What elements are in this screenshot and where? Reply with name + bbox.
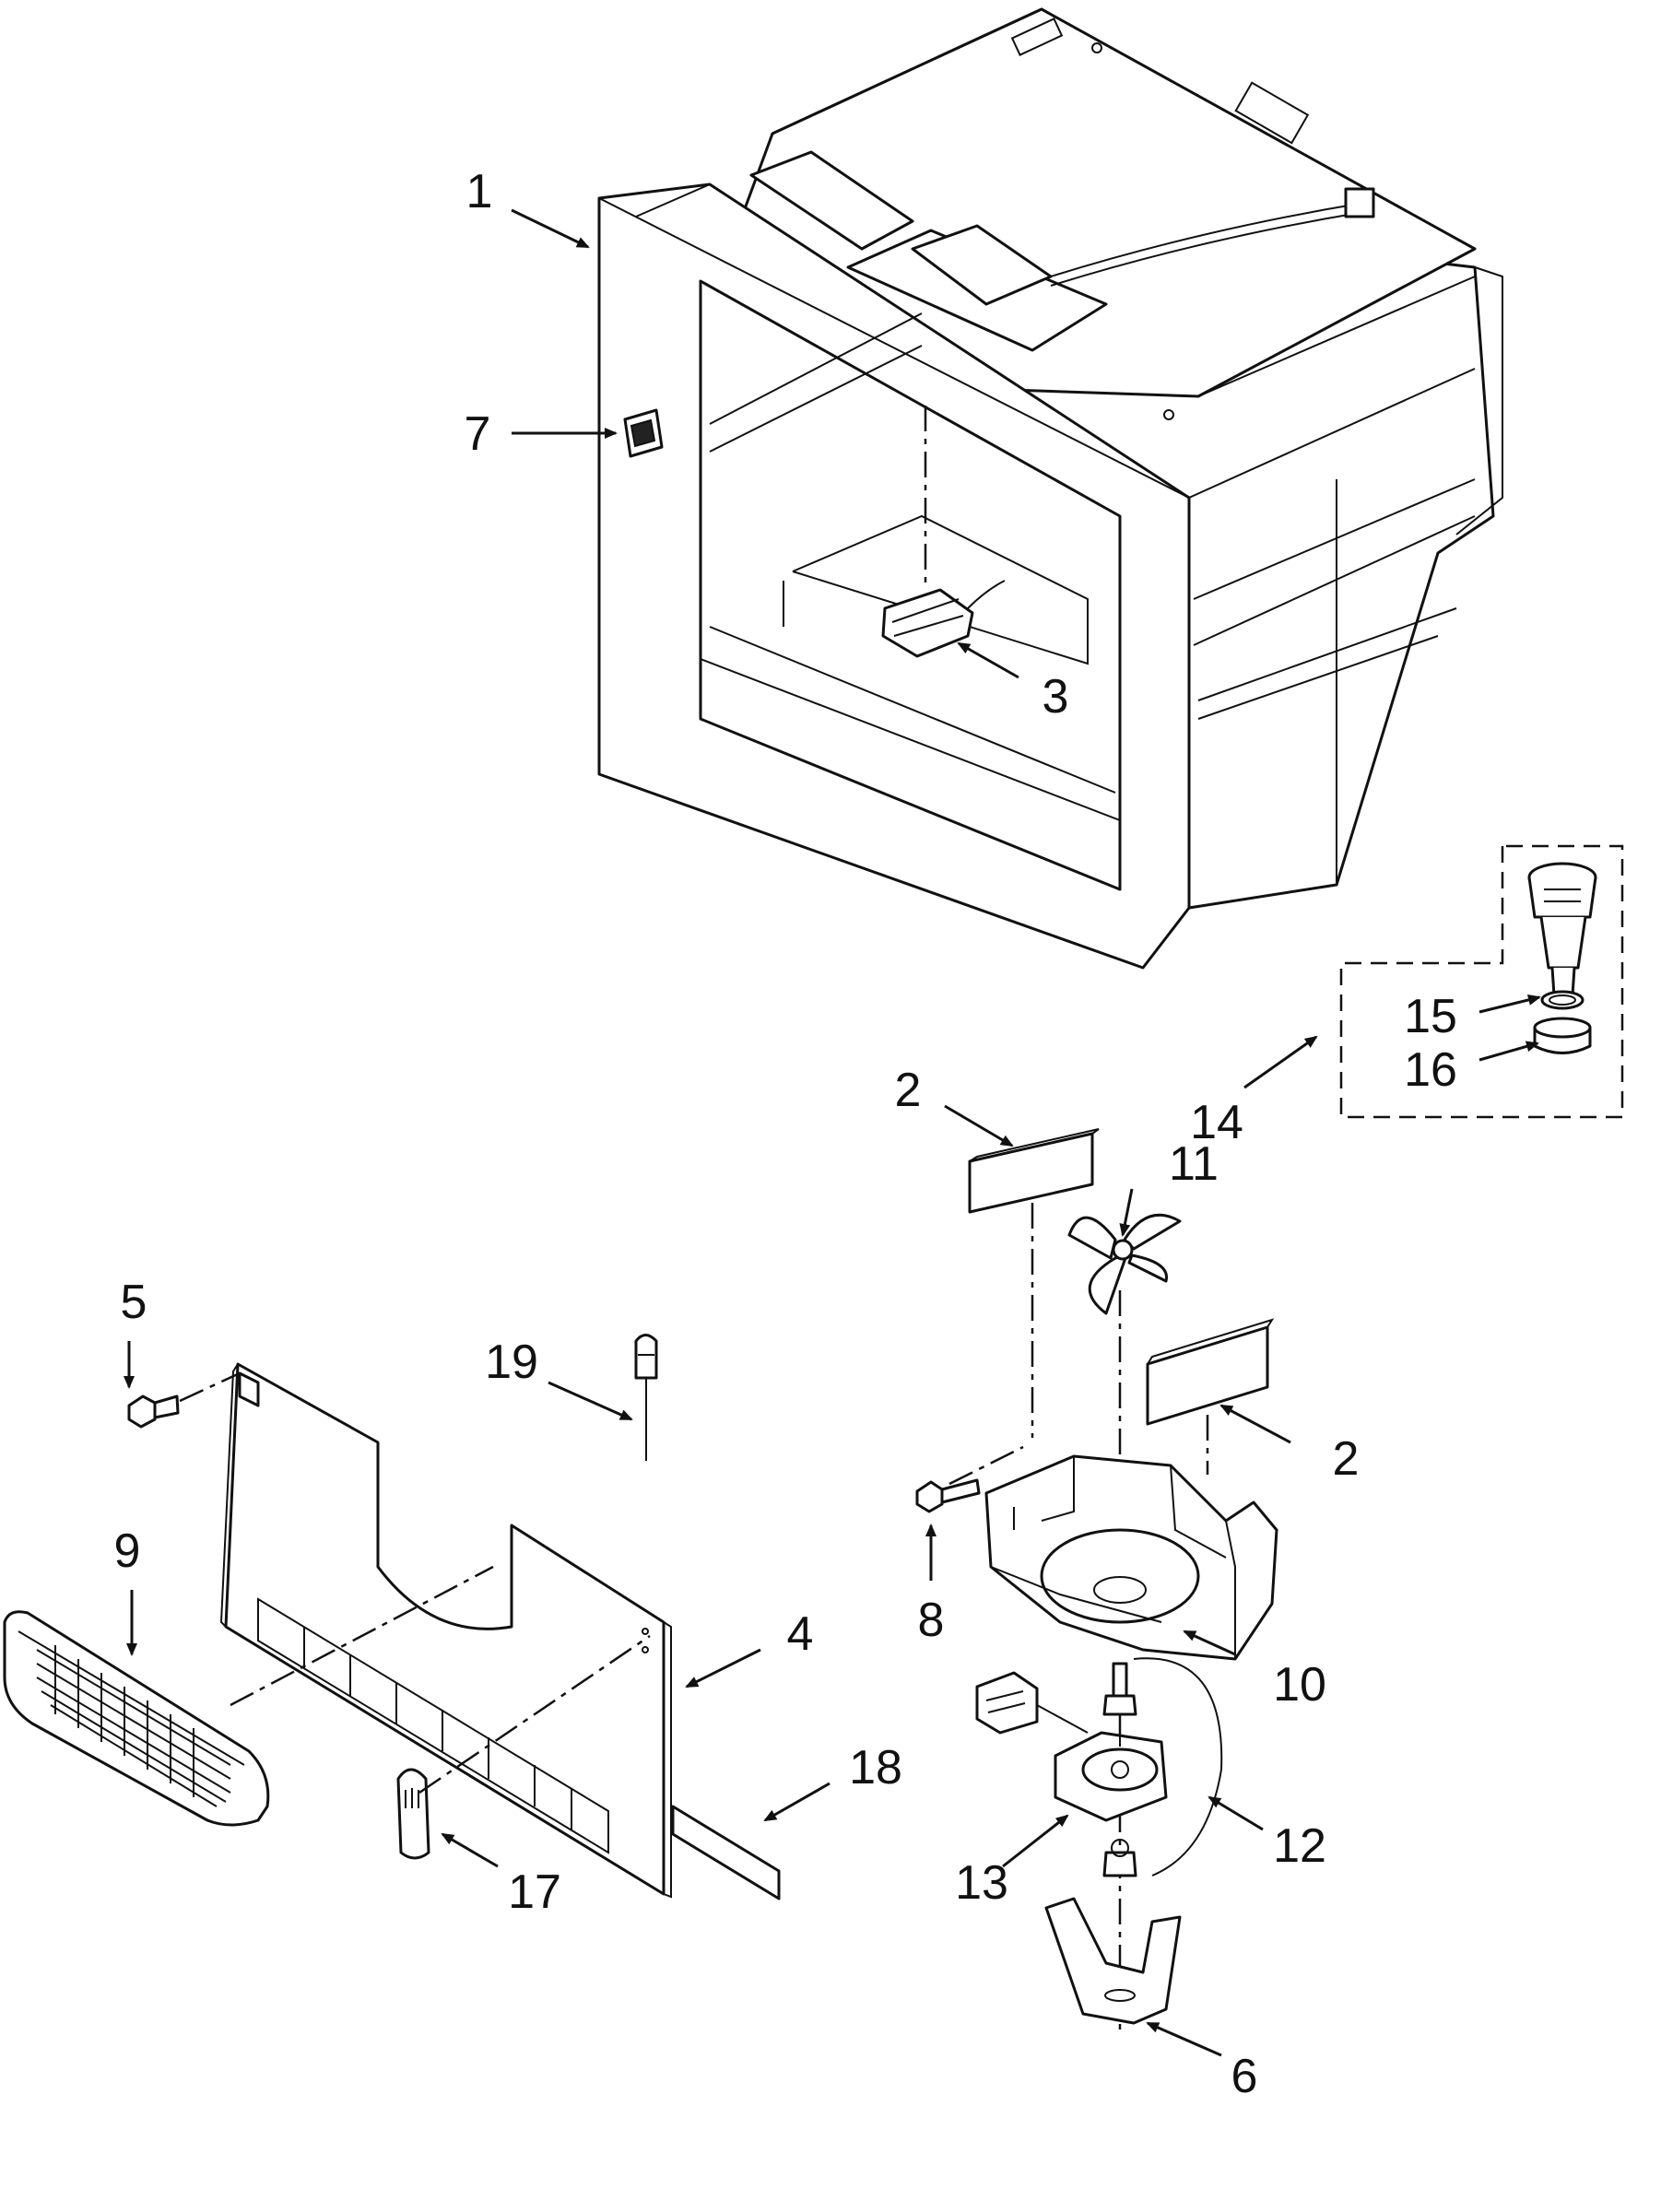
gasket-right-part bbox=[1146, 1318, 1275, 1426]
callout-9: 9 bbox=[114, 1524, 141, 1578]
callout-2-upper: 2 bbox=[895, 1064, 922, 1117]
callout-6: 6 bbox=[1231, 2050, 1258, 2103]
fan-assembly bbox=[915, 1128, 1278, 2032]
damper-control-part bbox=[881, 580, 1006, 658]
screw-8-part bbox=[915, 1478, 981, 1513]
callout-2-right: 2 bbox=[1333, 1432, 1360, 1486]
callout-14: 14 bbox=[1190, 1096, 1243, 1149]
filter-part bbox=[1527, 862, 1597, 997]
callout-8: 8 bbox=[918, 1594, 945, 1647]
sensor-19-part bbox=[634, 1334, 658, 1461]
cap-part bbox=[1533, 1017, 1592, 1054]
freezer-housing bbox=[597, 7, 1503, 970]
callout-labels: 1 7 3 2 2 11 10 8 12 13 6 14 15 16 5 9 1… bbox=[114, 165, 1457, 2103]
screw-5-part bbox=[127, 1394, 180, 1429]
fan-motor-part bbox=[975, 1657, 1223, 1877]
gasket-lower-part bbox=[671, 1805, 781, 1900]
callout-15: 15 bbox=[1404, 990, 1457, 1043]
lower-left-assembly bbox=[3, 1334, 781, 1900]
grille-part bbox=[3, 1610, 270, 1827]
fan-blade-part bbox=[1067, 1213, 1182, 1315]
callout-12: 12 bbox=[1273, 1819, 1326, 1873]
bracket-part bbox=[1044, 1897, 1182, 2025]
cover-panel-part bbox=[219, 1362, 672, 1899]
filter-kit-group bbox=[1339, 844, 1624, 1119]
callout-13: 13 bbox=[955, 1856, 1008, 1910]
switch-part bbox=[623, 408, 664, 458]
gasket-upper-part bbox=[968, 1128, 1100, 1214]
callout-4: 4 bbox=[787, 1607, 814, 1661]
callout-19: 19 bbox=[485, 1335, 538, 1389]
callout-16: 16 bbox=[1404, 1043, 1457, 1097]
callout-17: 17 bbox=[508, 1865, 561, 1919]
callout-1: 1 bbox=[466, 165, 493, 218]
callout-5: 5 bbox=[121, 1276, 147, 1329]
fan-housing-part bbox=[984, 1454, 1278, 1661]
callout-10: 10 bbox=[1273, 1658, 1326, 1712]
callout-18: 18 bbox=[849, 1741, 902, 1794]
callout-11: 11 bbox=[1169, 1137, 1219, 1191]
callout-3: 3 bbox=[1043, 670, 1069, 724]
callout-7: 7 bbox=[465, 407, 491, 461]
callout-arrows bbox=[124, 208, 1541, 2057]
thermistor-part bbox=[396, 1768, 430, 1860]
o-ring-part bbox=[1540, 990, 1584, 1010]
